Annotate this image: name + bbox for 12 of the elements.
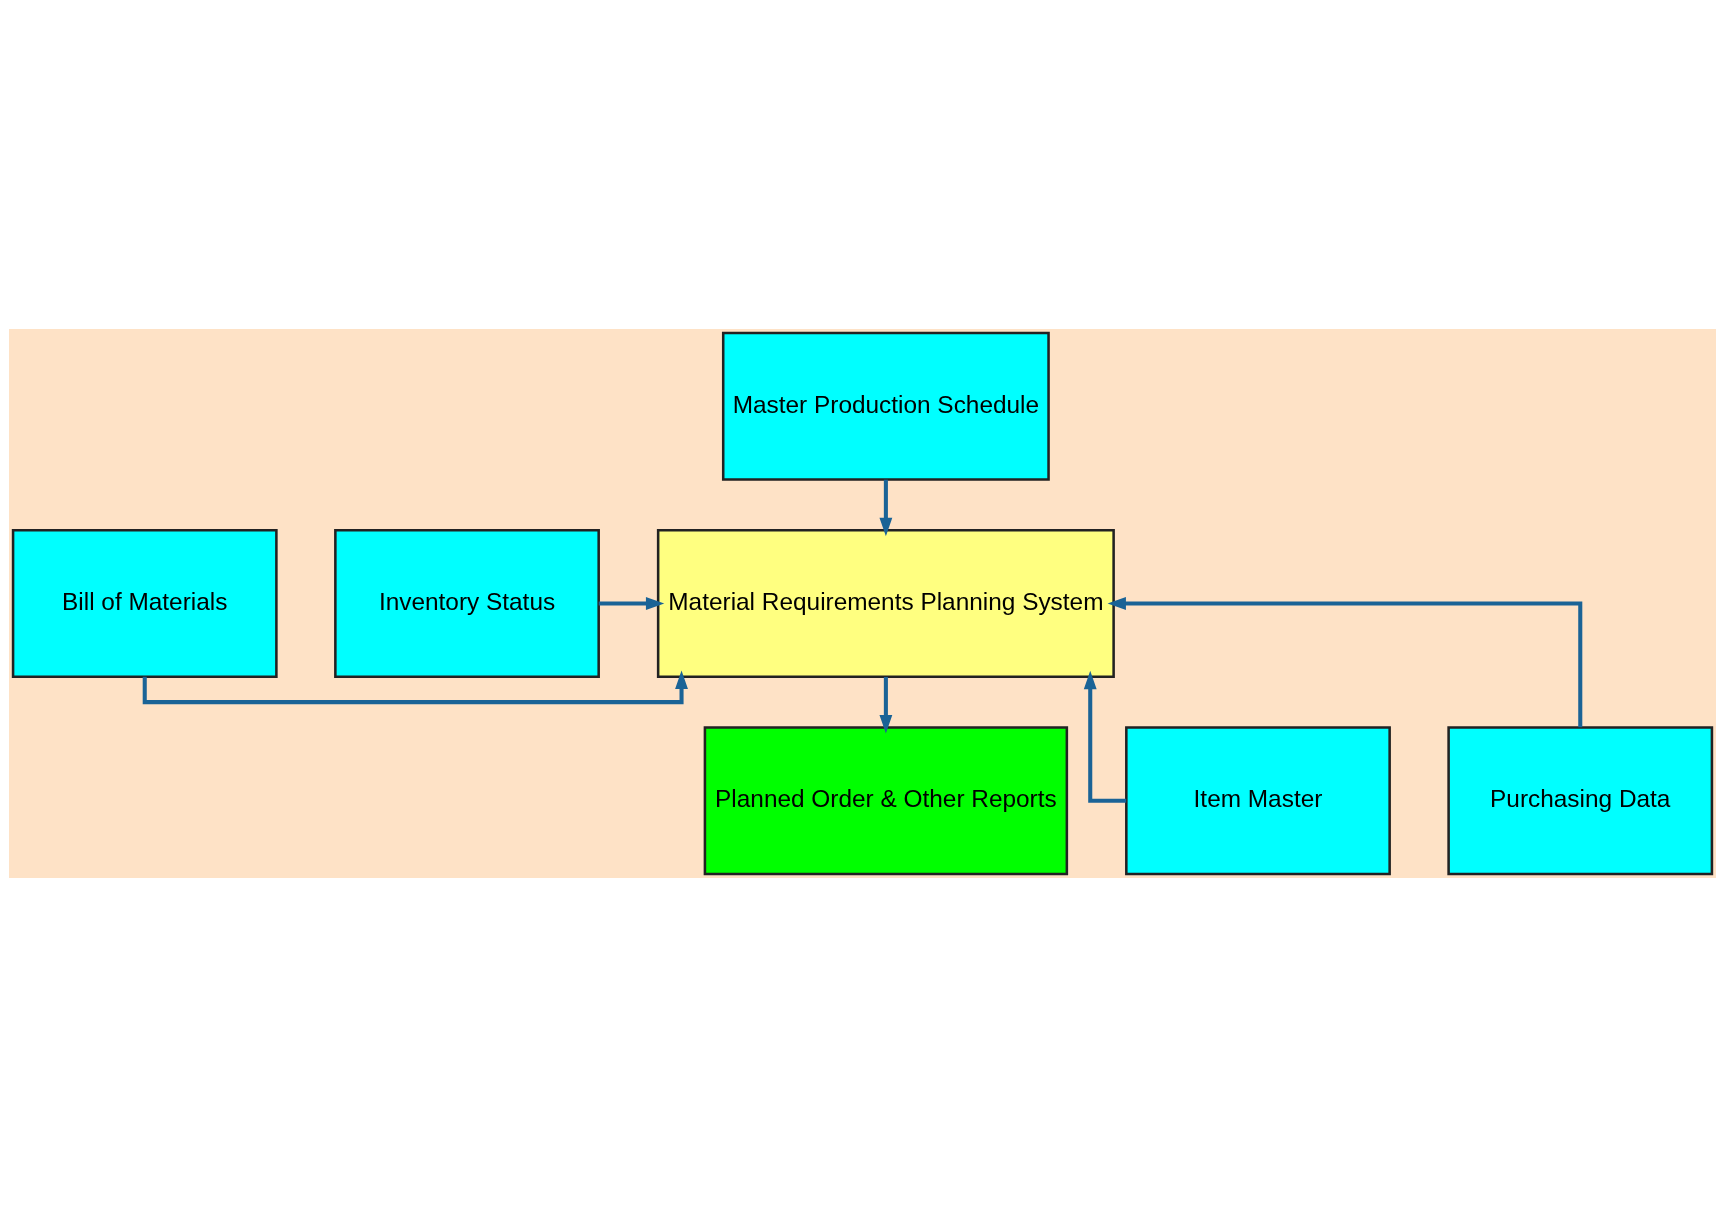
arrow: [879, 479, 893, 536]
arrow: [1107, 596, 1583, 727]
node-box: Planned Order & Other Reports: [703, 725, 1069, 875]
node-box: Master Production Schedule: [721, 331, 1050, 481]
node-box: Purchasing Data: [1447, 725, 1714, 875]
node-box: Inventory Status: [334, 528, 600, 678]
arrow: [1083, 670, 1127, 803]
arrow: [879, 676, 893, 733]
node-box: Bill of Materials: [11, 528, 278, 678]
node-box: Item Master: [1125, 725, 1391, 875]
arrow: [598, 596, 665, 610]
node-box: Material Requirements Planning System: [656, 528, 1115, 678]
